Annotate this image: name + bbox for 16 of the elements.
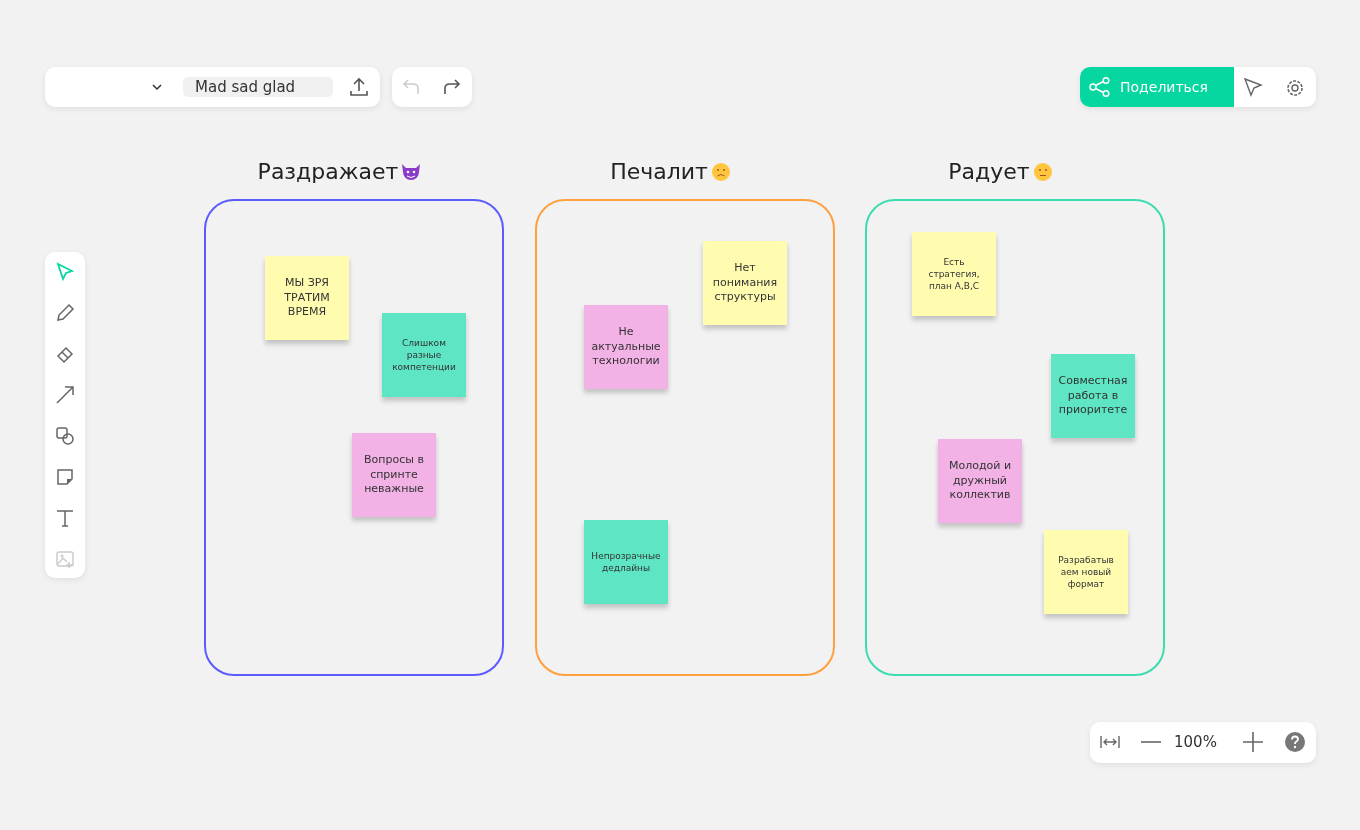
column-heading: Радует [948,159,1030,184]
column-heading: Раздражает [257,159,399,184]
column-heading: Печалит [610,159,708,184]
sticky-note: МЫ ЗРЯ ТРАТИМ ВРЕМЯ [265,256,349,340]
sticky-note: Молодой и дружный коллектив [938,439,1022,523]
sticky-note: Есть стратегия, план А,В,С [912,232,996,316]
sticky-note: Непрозрачные дедлайны [584,520,668,604]
sticky-note: Вопросы в спринте неважные [352,433,436,517]
board-name-field: Mad sad glad [183,77,333,97]
sticky-note: Слишком разные компетенции [382,313,466,397]
sticky-note: Не актуальные технологии [584,305,668,389]
sticky-note: Нет понимания структуры [703,241,787,325]
sticky-note: Разрабатыв аем новый формат [1044,530,1128,614]
sticky-note: Совместная работа в приоритете [1051,354,1135,438]
share-button: Поделиться [1080,67,1234,107]
zoom-level: 100% [1174,733,1217,751]
